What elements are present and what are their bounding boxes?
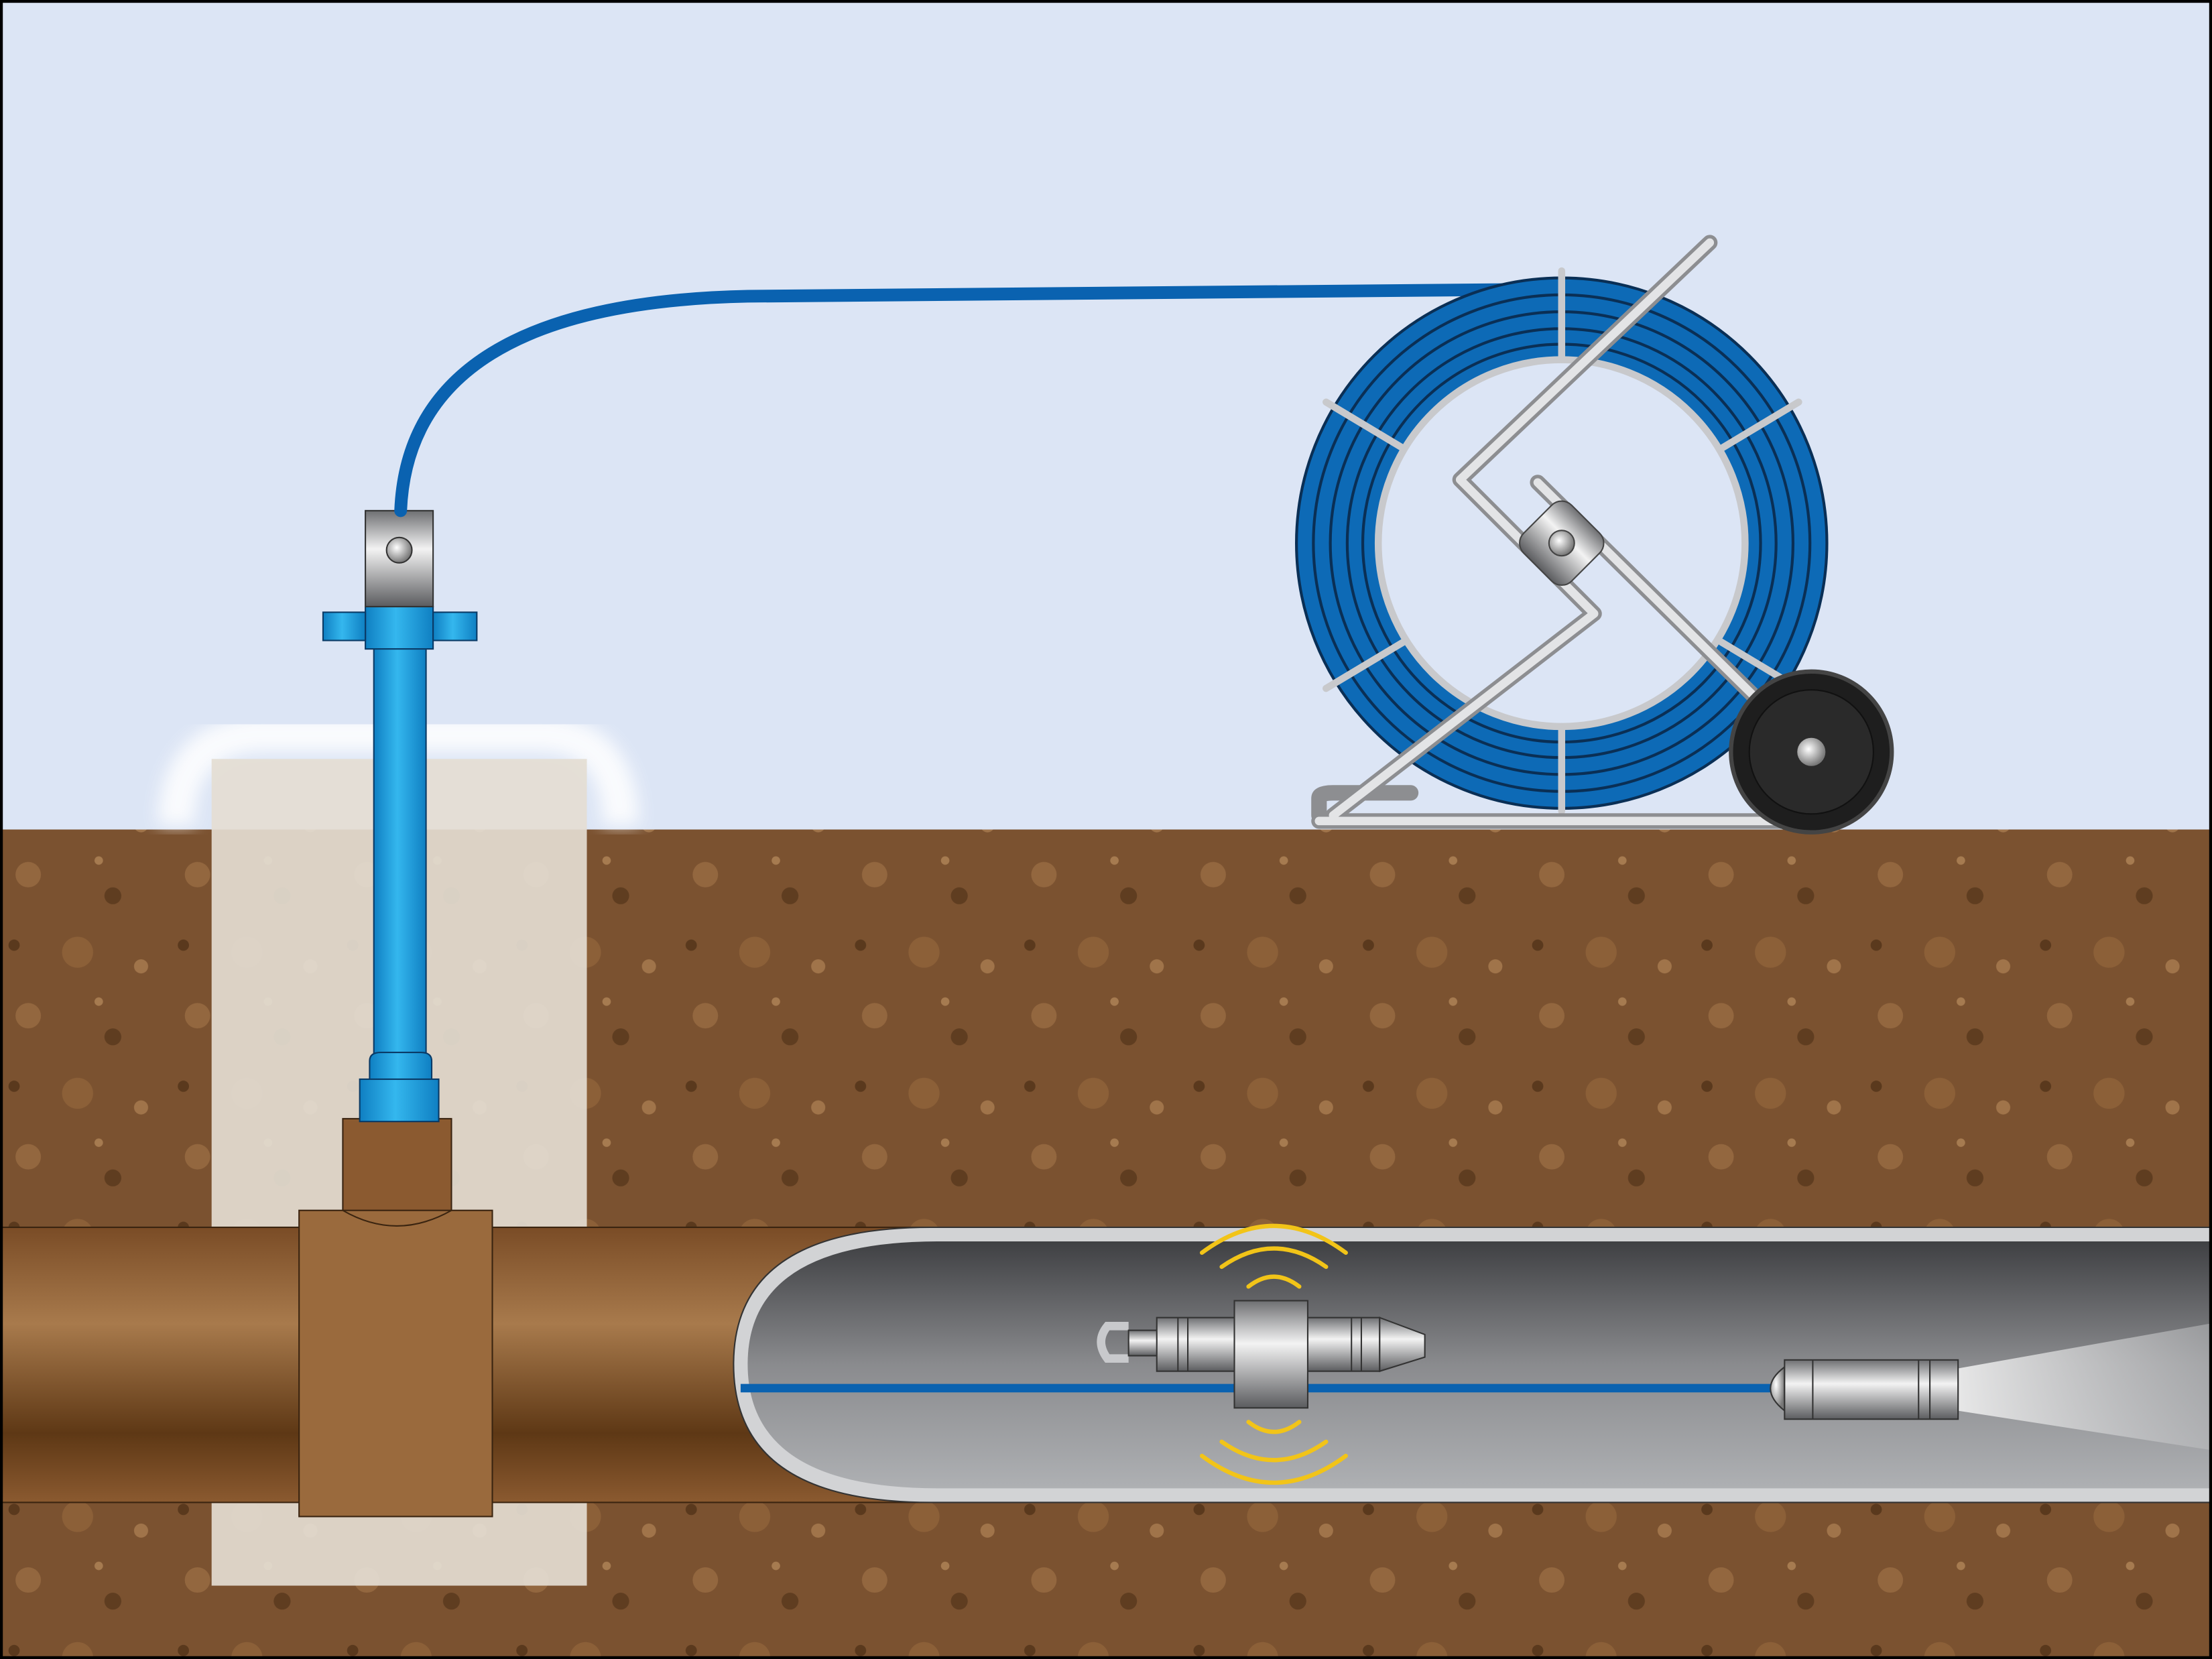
signal-waves-icon xyxy=(1199,1223,1348,1485)
tube-side-port-left xyxy=(322,611,367,641)
tube-tee xyxy=(365,605,434,650)
tube-reducer xyxy=(369,1051,433,1081)
push-rod-cable xyxy=(394,282,1558,517)
launch-tube xyxy=(373,641,427,1059)
tube-coupling xyxy=(359,1078,440,1123)
sonde-transmitter-icon xyxy=(1097,1300,1426,1409)
inspection-camera-icon xyxy=(1770,1359,1959,1420)
sky xyxy=(0,0,2212,830)
saddle-fitting xyxy=(298,1209,493,1518)
tube-side-port-right xyxy=(432,611,478,641)
camera-light-beam xyxy=(1958,1323,2212,1451)
guide-bolt xyxy=(385,536,413,564)
cable-reel-icon xyxy=(1295,235,1894,835)
stub-fitting xyxy=(342,1117,452,1221)
pipe-liner-inner xyxy=(747,1241,2212,1489)
